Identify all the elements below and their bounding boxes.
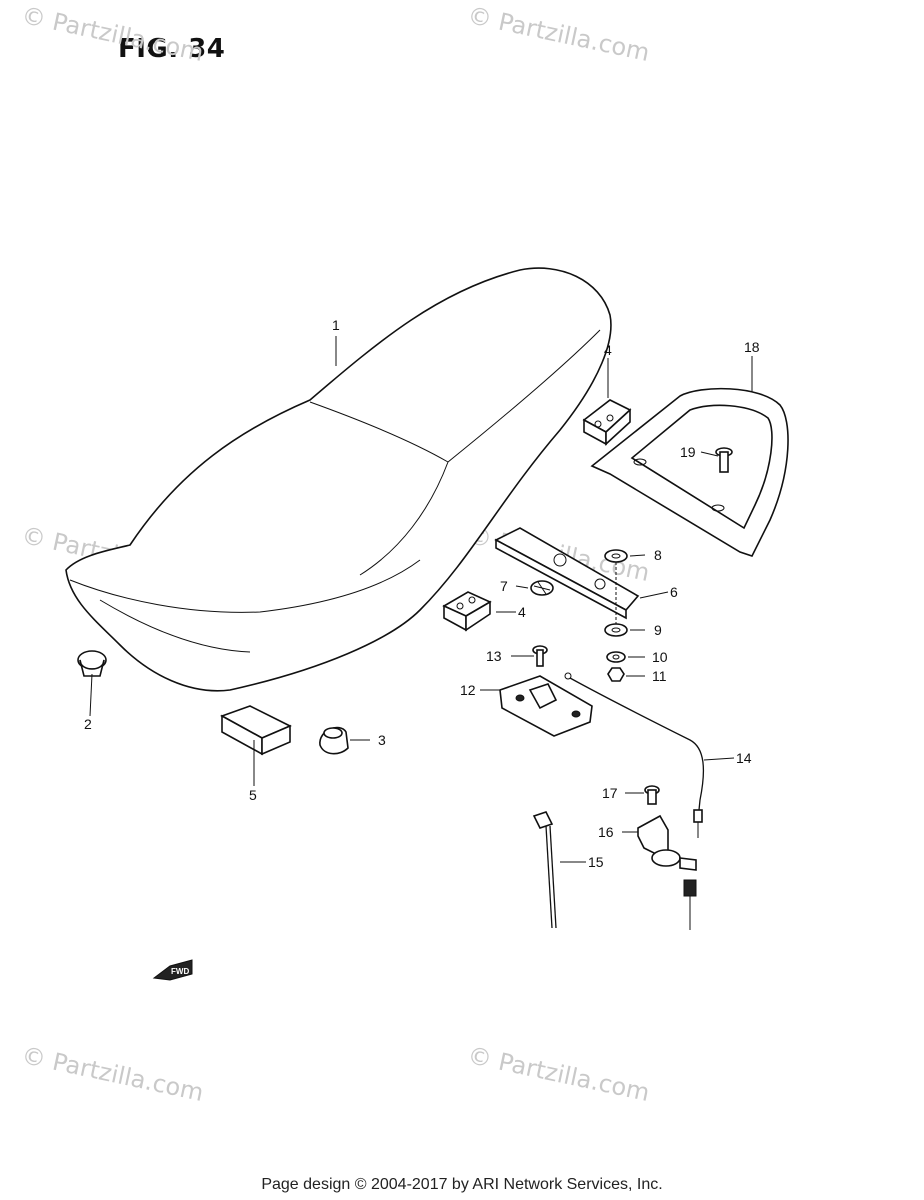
callout-3: 3 bbox=[378, 732, 386, 748]
callout-11: 11 bbox=[652, 668, 667, 684]
clip-part-2[interactable] bbox=[77, 650, 107, 677]
spacer-part-8[interactable] bbox=[604, 549, 628, 563]
callout-4-upper: 4 bbox=[604, 342, 612, 358]
seat-lock-part-12[interactable] bbox=[499, 675, 593, 737]
callout-1: 1 bbox=[332, 317, 340, 333]
callout-2: 2 bbox=[84, 716, 92, 732]
callout-16: 16 bbox=[598, 824, 614, 840]
screw-part-13[interactable] bbox=[532, 645, 548, 667]
washer-part-10[interactable] bbox=[606, 651, 626, 663]
callout-13: 13 bbox=[486, 648, 502, 664]
rubber-block-part-4-lower[interactable] bbox=[442, 591, 492, 632]
fwd-label: FWD bbox=[171, 967, 189, 976]
cable-part-14[interactable] bbox=[564, 672, 705, 838]
callout-4-lower: 4 bbox=[518, 604, 526, 620]
callout-9: 9 bbox=[654, 622, 662, 638]
callout-8: 8 bbox=[654, 547, 662, 563]
callout-10: 10 bbox=[652, 649, 668, 665]
callout-14: 14 bbox=[736, 750, 752, 766]
bolt-part-17[interactable] bbox=[644, 785, 660, 805]
callout-18: 18 bbox=[744, 339, 760, 355]
spacer-part-9[interactable] bbox=[604, 623, 628, 637]
leader-lines bbox=[89, 336, 753, 863]
callout-6: 6 bbox=[670, 584, 678, 600]
figure-title: FIG. 34 bbox=[118, 34, 226, 64]
grab-rail-part-18[interactable] bbox=[590, 387, 789, 557]
key-lock-part-16[interactable] bbox=[637, 814, 697, 930]
callout-7: 7 bbox=[500, 578, 508, 594]
bolt-part-19[interactable] bbox=[715, 447, 733, 473]
callout-15: 15 bbox=[588, 854, 604, 870]
callout-5: 5 bbox=[249, 787, 257, 803]
pad-part-5[interactable] bbox=[220, 705, 292, 756]
callout-17: 17 bbox=[602, 785, 618, 801]
callout-12: 12 bbox=[460, 682, 476, 698]
nut-part-11[interactable] bbox=[607, 667, 625, 682]
page-footer: Page design © 2004-2017 by ARI Network S… bbox=[261, 1176, 663, 1193]
rubber-block-part-4-upper[interactable] bbox=[582, 399, 632, 446]
callout-19: 19 bbox=[680, 444, 696, 460]
seat-part[interactable] bbox=[65, 267, 612, 692]
cushion-part-3[interactable] bbox=[319, 726, 349, 755]
rod-part-15[interactable] bbox=[532, 811, 557, 929]
bracket-plate-part-6[interactable] bbox=[494, 527, 640, 620]
forward-arrow-icon: FWD bbox=[152, 959, 193, 981]
damper-part-7[interactable] bbox=[530, 580, 554, 596]
